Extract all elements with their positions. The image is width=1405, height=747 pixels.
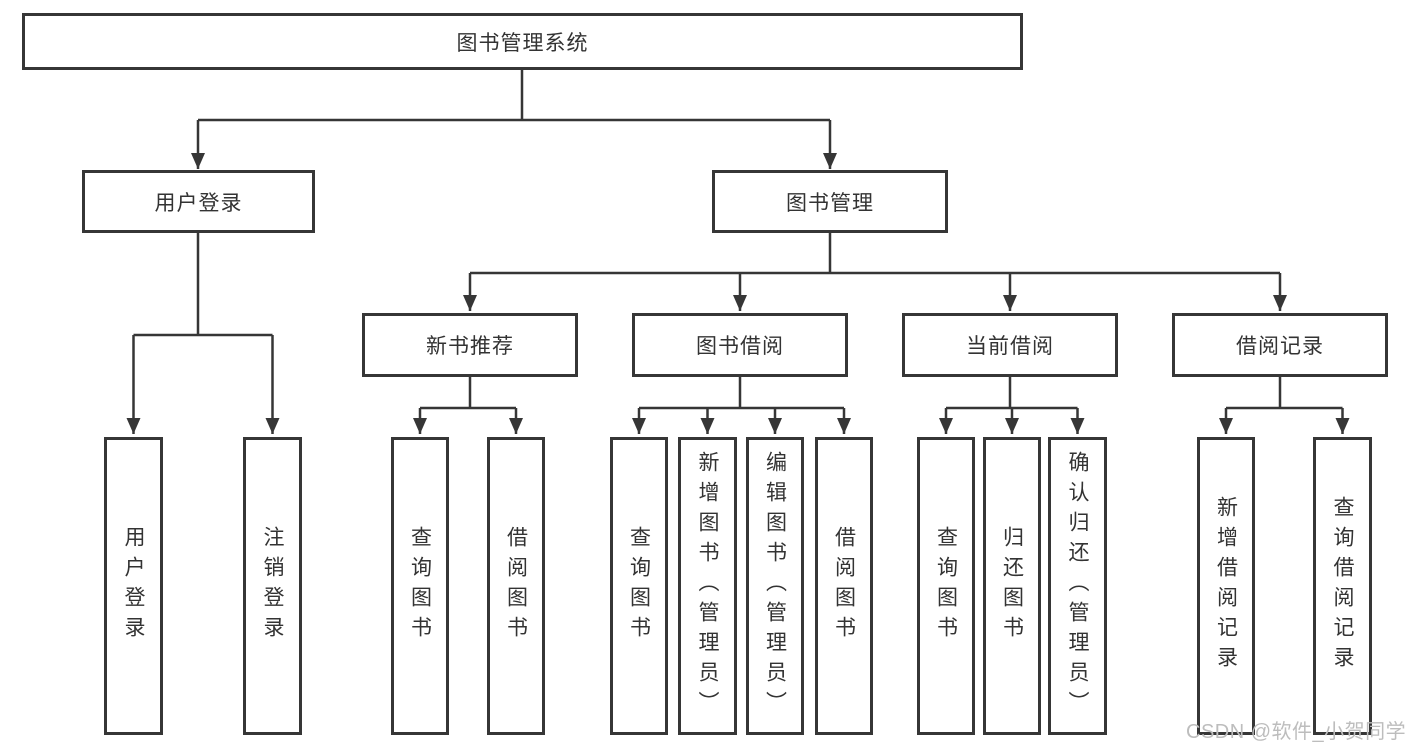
leaf-return-book: 归还图书 (983, 437, 1041, 735)
leaf-logout-login: 注销登录 (243, 437, 302, 735)
leaf-borrow-book-recommend: 借阅图书 (487, 437, 545, 735)
node-user-login: 用户登录 (82, 170, 315, 233)
node-book-borrow: 图书借阅 (632, 313, 848, 377)
leaf-add-book-admin: 新增图书（管理员） (678, 437, 737, 735)
csdn-watermark: CSDN @软件_小贺同学 (1186, 721, 1405, 743)
leaf-confirm-return-admin: 确认归还（管理员） (1048, 437, 1107, 735)
node-new-book-recommend: 新书推荐 (362, 313, 578, 377)
node-borrow-records: 借阅记录 (1172, 313, 1388, 377)
node-book-management: 图书管理 (712, 170, 948, 233)
node-current-borrow: 当前借阅 (902, 313, 1118, 377)
leaf-edit-book-admin: 编辑图书（管理员） (746, 437, 804, 735)
leaf-query-book-recommend: 查询图书 (391, 437, 449, 735)
leaf-borrow-book-2: 借阅图书 (815, 437, 873, 735)
leaf-query-book-current: 查询图书 (917, 437, 975, 735)
leaf-user-login: 用户登录 (104, 437, 163, 735)
leaf-query-book-borrow: 查询图书 (610, 437, 668, 735)
leaf-query-borrow-record: 查询借阅记录 (1313, 437, 1372, 735)
leaf-add-borrow-record: 新增借阅记录 (1197, 437, 1255, 735)
node-root-library-system: 图书管理系统 (22, 13, 1023, 70)
